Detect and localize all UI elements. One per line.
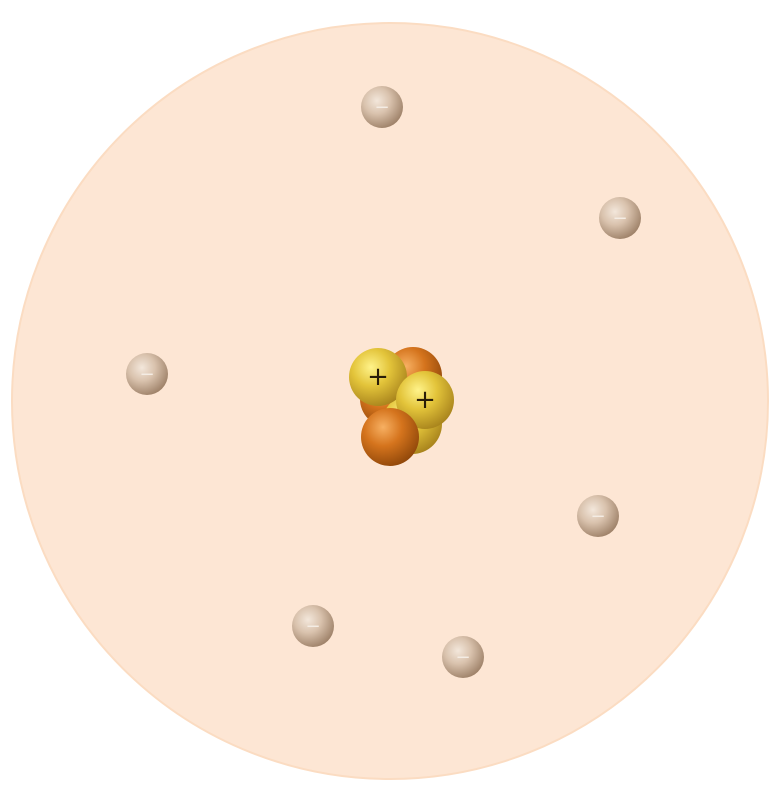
electron-sign: − bbox=[455, 647, 470, 668]
electron: − bbox=[442, 636, 484, 678]
electron-sign: − bbox=[590, 506, 605, 527]
neutron bbox=[361, 408, 419, 466]
proton-sign: + bbox=[367, 362, 389, 392]
electron: − bbox=[361, 86, 403, 128]
electrons: − − − − − − bbox=[126, 86, 641, 678]
proton bbox=[349, 348, 407, 406]
electron-sign: − bbox=[612, 208, 627, 229]
electron: − bbox=[577, 495, 619, 537]
proton-sign: + bbox=[414, 385, 436, 415]
proton bbox=[396, 371, 454, 429]
electron: − bbox=[599, 197, 641, 239]
electron-sign: − bbox=[139, 364, 154, 385]
electron-sign: − bbox=[305, 616, 320, 637]
electron: − bbox=[126, 353, 168, 395]
electron: − bbox=[292, 605, 334, 647]
electron-sign: − bbox=[374, 97, 389, 118]
nucleus: + + bbox=[349, 347, 454, 466]
